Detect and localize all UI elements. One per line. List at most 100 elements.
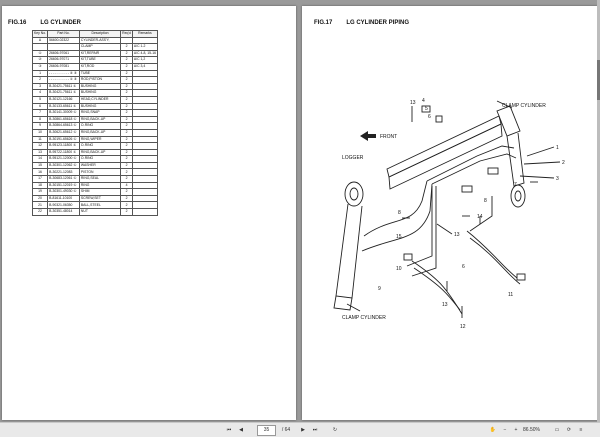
cell-desc: O-RING xyxy=(78,142,122,150)
callout-14: 14 xyxy=(477,214,483,220)
clamp-cylinder-top xyxy=(496,105,521,137)
cell-part: B-30133-65611 ① xyxy=(47,102,80,111)
cell-remarks xyxy=(131,168,159,177)
leader-13 xyxy=(436,223,453,235)
cell-remarks xyxy=(131,175,159,183)
cell-remarks xyxy=(131,208,159,216)
callout-3: 3 xyxy=(556,176,559,182)
callout-11: 11 xyxy=(508,292,513,298)
cell-part xyxy=(47,43,80,51)
first-page-icon[interactable]: ⏮ xyxy=(226,427,232,433)
vertical-scrollbar[interactable] xyxy=(597,0,600,422)
cell-desc: RING,BACK-UP xyxy=(78,115,122,124)
hand-tool-icon[interactable]: ✋ xyxy=(489,427,497,433)
cell-part: 26606-97061 xyxy=(47,49,80,58)
cell-req: 2 xyxy=(120,161,133,170)
clamp-cylinder-bottom-eye-hole xyxy=(349,187,359,201)
callout-8b: 8 xyxy=(398,210,401,216)
cell-desc: NUT xyxy=(78,208,122,216)
cell-req: 2 xyxy=(120,128,133,137)
parts-table-header: Key No. Part No. Description Req'd Remar… xyxy=(31,30,159,38)
cell-key: 16 xyxy=(31,168,49,177)
next-page-icon[interactable]: ▶ xyxy=(301,427,305,433)
cell-part: B-30421-75611 ① xyxy=(47,82,80,91)
cell-desc: WASHER xyxy=(78,161,122,170)
cell-part: B-30351-48014 xyxy=(47,208,80,216)
refresh-icon[interactable]: ↻ xyxy=(332,427,338,433)
hose-right-a xyxy=(466,230,518,279)
cell-part: B-30683-12061 ① xyxy=(47,175,80,183)
fitting-right xyxy=(516,273,526,281)
hose-vertical-b xyxy=(411,186,437,277)
cell-key: 15 xyxy=(31,161,49,170)
callout-4: 4 xyxy=(422,98,425,104)
cell-part: B-90321-06350 xyxy=(47,201,80,210)
cell-desc: BUSHING xyxy=(78,82,122,91)
leader-2 xyxy=(523,161,561,165)
cell-part: B-30301-49030 ① xyxy=(47,188,80,196)
fitting-top xyxy=(421,105,431,113)
cell-remarks xyxy=(131,194,159,203)
cell-key: 11 xyxy=(31,135,49,144)
cell-part: B-95121-12000 ① xyxy=(47,155,80,163)
scrollbar-thumb[interactable] xyxy=(597,60,600,100)
cell-remarks xyxy=(131,69,159,78)
clamp-cylinder-bottom-body xyxy=(335,203,363,299)
leader-clamp-bottom xyxy=(346,303,361,312)
zoom-in-icon[interactable]: + xyxy=(514,427,518,433)
cell-req: 2 xyxy=(120,43,133,51)
cell-key: 12 xyxy=(31,142,49,150)
cell-key: ① xyxy=(31,49,49,58)
cell-part: B-30191-65626 ① xyxy=(47,135,80,144)
cell-req: 2 xyxy=(120,49,133,58)
clamp-cylinder-top-eye-hole xyxy=(514,190,522,202)
cell-part: - - - - - - - - - - ① ③ xyxy=(47,76,80,84)
prev-page-icon[interactable]: ◀ xyxy=(239,427,243,433)
cell-key: 3 xyxy=(31,82,49,91)
fitting-top-2 xyxy=(435,115,443,123)
cell-key xyxy=(31,43,49,51)
cell-key: 21 xyxy=(31,201,49,210)
leader-clamp-top xyxy=(496,100,513,109)
cell-desc: BALL,STEEL xyxy=(78,201,122,210)
piping-diagram: CLAMP CYLINDER FRONT LOGGER CLAMP CYLIND… xyxy=(333,98,565,330)
zoom-level[interactable]: 86.50% xyxy=(523,427,540,433)
cell-remarks xyxy=(131,102,159,111)
logger-frame xyxy=(386,115,502,178)
cell-req: 2 xyxy=(120,56,133,64)
menu-icon[interactable]: ≡ xyxy=(579,427,583,433)
cell-part: B-30221-12083 xyxy=(47,168,80,177)
cell-part: B-30141-30009 ① xyxy=(47,109,80,117)
page-number-input[interactable]: 35 xyxy=(257,425,276,436)
cell-part: B-30861-65618 ① xyxy=(47,115,80,124)
last-page-icon[interactable]: ⏭ xyxy=(312,427,318,433)
cell-remarks: A/C 3,4 xyxy=(131,62,159,71)
cell-remarks: A/C 1-2 xyxy=(131,43,159,51)
callout-9: 9 xyxy=(378,286,381,292)
cell-remarks xyxy=(131,122,159,130)
cell-desc: RING,SEAL xyxy=(78,175,122,183)
parts-table: Key No. Part No. Description Req'd Remar… xyxy=(31,30,159,216)
fit-page-icon[interactable]: ▭ xyxy=(554,427,560,433)
hose-bottom-b xyxy=(413,267,461,311)
leader-3 xyxy=(519,175,555,179)
callout-6: 6 xyxy=(428,114,431,120)
callout-13-mid: 13 xyxy=(454,232,460,238)
cell-key: 9 xyxy=(31,122,49,130)
callout-6-low: 6 xyxy=(462,264,465,270)
cell-remarks xyxy=(131,188,159,196)
zoom-out-icon[interactable]: − xyxy=(503,427,507,433)
rotate-icon[interactable]: ⟳ xyxy=(566,427,572,433)
cell-remarks xyxy=(131,36,159,45)
